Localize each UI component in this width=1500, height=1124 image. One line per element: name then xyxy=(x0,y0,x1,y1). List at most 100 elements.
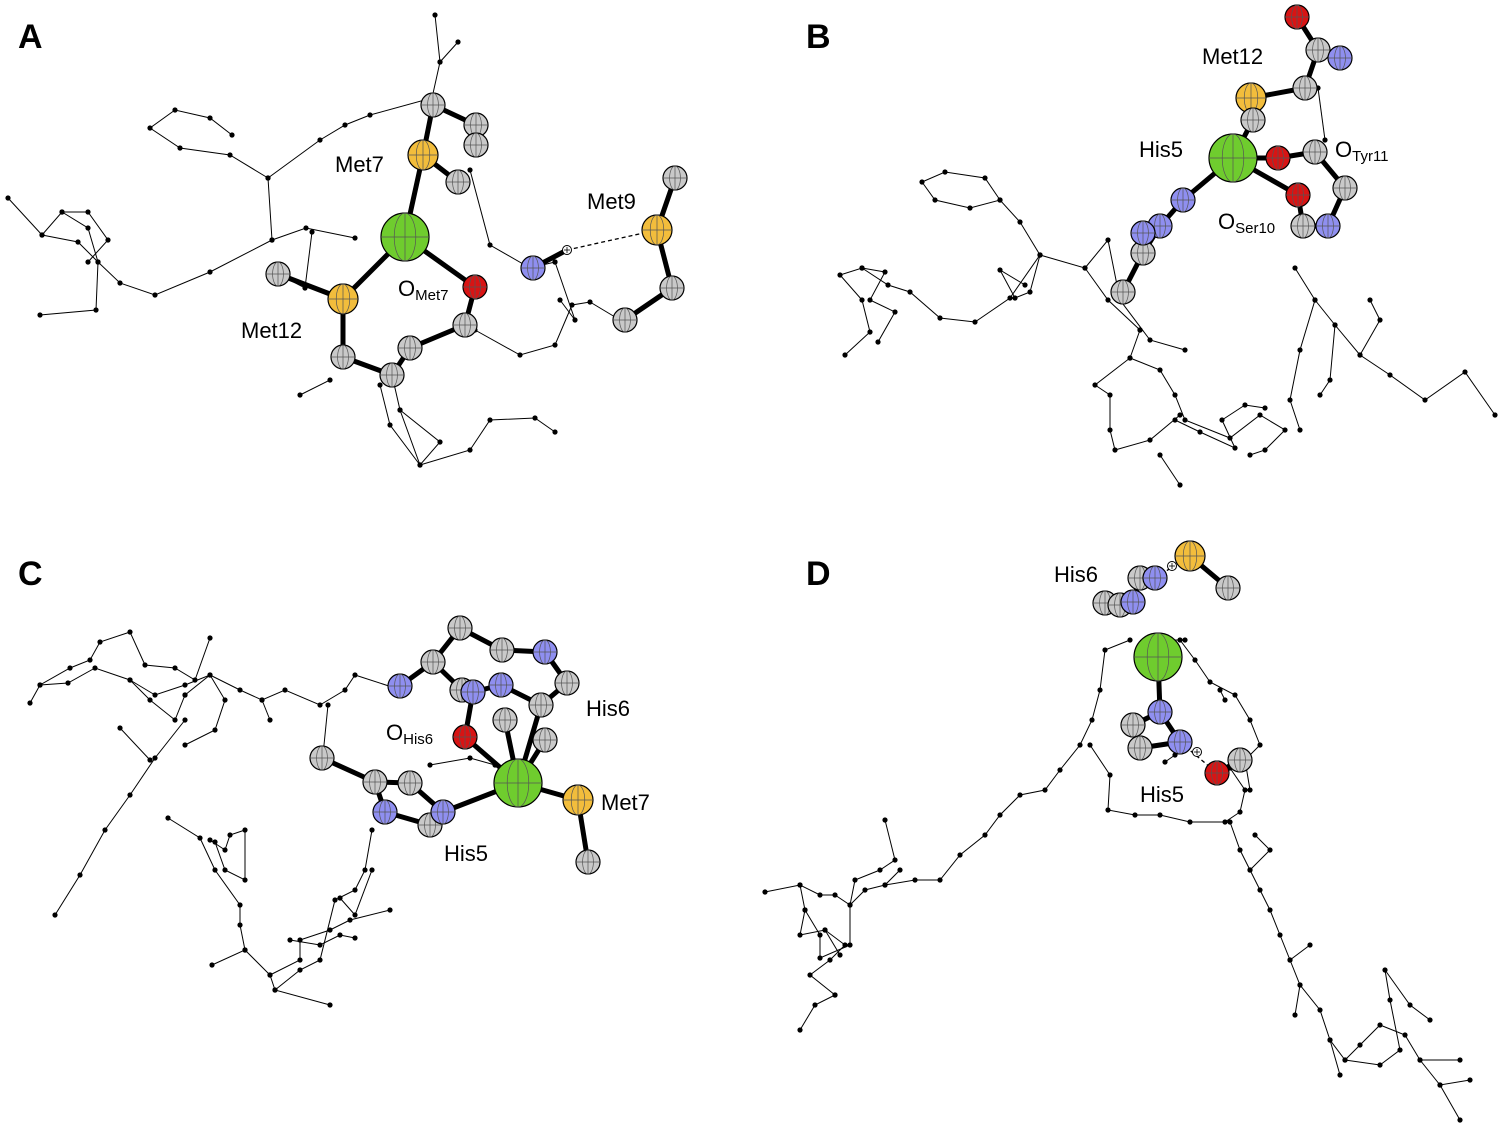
c-chain-11-dot xyxy=(242,947,248,953)
c-chain-10-dot xyxy=(242,877,248,883)
c-chain-10-dot xyxy=(222,847,228,853)
b-chain-11-line xyxy=(1359,299,1381,356)
b-atom-o-ser10-ring xyxy=(1292,182,1304,208)
d-chain-16-dot xyxy=(852,877,858,883)
d-chain-7-dot xyxy=(1277,932,1283,938)
b-chain-11-dot xyxy=(1377,317,1383,323)
d-chain-5-dot xyxy=(1222,697,1228,703)
c-chain-1-dot xyxy=(87,657,93,663)
a-atom-c7-ring xyxy=(386,362,398,388)
b-atom-c4-ring xyxy=(1309,139,1321,165)
d-chain-1-dot xyxy=(1097,687,1103,693)
c-chain-13-dot xyxy=(287,937,293,943)
c-chain-13-dot xyxy=(352,935,358,941)
c-atom-c6-ring xyxy=(535,692,547,718)
c-chain-5-dot xyxy=(127,792,133,798)
panel-b-his5-label: His5 xyxy=(1139,137,1183,162)
d-chain-7-line xyxy=(1229,821,1471,1086)
a-chain-12-line xyxy=(299,379,331,396)
d-chain-9-dot xyxy=(1287,957,1293,963)
d-chain-1-dot xyxy=(997,812,1003,818)
b-chain-3-dot xyxy=(919,179,925,185)
b-chain-1-dot xyxy=(842,352,848,358)
b-atom-n1-ring xyxy=(1334,45,1346,71)
a-chain-4-line xyxy=(149,109,273,241)
b-chain-10-dot xyxy=(1292,265,1298,271)
c-chain-10-dot xyxy=(212,839,218,845)
b-chain-7-dot xyxy=(1247,452,1253,458)
panel-a-letter: A xyxy=(18,18,43,56)
b-chain-6-dot xyxy=(1092,382,1098,388)
a-hbond xyxy=(566,229,658,251)
d-chain-14-line xyxy=(1439,1084,1461,1121)
d-chain-17-dot xyxy=(832,992,838,998)
d-chain-7-dot xyxy=(1257,887,1263,893)
c-atom-metal-ring xyxy=(506,758,530,808)
b-chain-7-dot xyxy=(1182,417,1188,423)
a-chain-4-dot xyxy=(269,237,275,243)
c-atom-o-his6-ring xyxy=(459,724,471,750)
c-chain-6-line xyxy=(119,727,151,761)
b-chain-13-line xyxy=(1319,324,1336,396)
b-atom-n2-ring xyxy=(1322,213,1334,239)
d-atom-n3-ring xyxy=(1154,699,1166,725)
panel-b-met12-label: Met12 xyxy=(1202,44,1263,69)
panel-b-o-ser10-label: OSer10 xyxy=(1218,209,1275,237)
c-chain-9-dot xyxy=(197,835,203,841)
c-chain-4-dot xyxy=(207,672,213,678)
c-atom-n3-ring xyxy=(467,679,479,705)
b-chain-3-dot xyxy=(982,175,988,181)
c-chain-13-dot xyxy=(337,932,343,938)
d-chain-7-dot xyxy=(1267,907,1273,913)
d-atom-c1-ring xyxy=(1222,575,1234,601)
a-chain-11-dot xyxy=(387,422,393,428)
d-chain-1-dot xyxy=(957,852,963,858)
a-atom-c9-ring xyxy=(459,312,471,338)
panel-a-met12-label: Met12 xyxy=(241,318,302,343)
c-chain-14-dot xyxy=(369,827,375,833)
d-chain-2-line xyxy=(1089,744,1246,823)
c-chain-1-line xyxy=(29,631,211,704)
b-chain-11-dot xyxy=(1367,297,1373,303)
b-chain-6-dot xyxy=(1177,412,1183,418)
d-chain-7-dot xyxy=(1227,819,1233,825)
b-atom-n4-ring xyxy=(1154,213,1166,239)
c-atom-c12-ring xyxy=(424,812,436,838)
b-chain-1-dot xyxy=(937,315,943,321)
d-atom-s1 xyxy=(1174,540,1206,572)
a-chain-11-dot xyxy=(437,439,443,445)
c-chain-14-dot xyxy=(332,897,338,903)
b-atom-n5-ring xyxy=(1137,220,1149,246)
c-chain-1-dot xyxy=(67,665,73,671)
a-chain-3-dot xyxy=(59,209,65,215)
b-atom-c5-ring xyxy=(1339,175,1351,201)
c-chain-5-line xyxy=(54,719,186,916)
a-atom-met12-s xyxy=(327,283,359,315)
b-chain-8-dot xyxy=(1262,405,1268,411)
b-chain-10-line xyxy=(1294,267,1496,416)
c-chain-4-dot xyxy=(237,687,243,693)
d-chain-1-dot xyxy=(937,877,943,883)
c-atom-c1-ring xyxy=(454,615,466,641)
a-atom-met9-s xyxy=(641,214,673,246)
o-met7-main: O xyxy=(398,276,415,301)
d-chain-10-line xyxy=(1294,984,1301,1016)
b-chain-6-dot xyxy=(1112,447,1118,453)
c-atom-c3 xyxy=(554,670,580,696)
d-chain-12-dot xyxy=(1397,1047,1403,1053)
d-chain-6-dot xyxy=(1162,759,1168,765)
c-chain-2-dot xyxy=(37,682,43,688)
b-chain-4-dot xyxy=(1027,289,1033,295)
a-chain-9-line xyxy=(554,261,576,321)
d-chain-15-dot xyxy=(797,932,803,938)
a-chain-2-dot xyxy=(75,239,81,245)
c-chain-3-dot xyxy=(127,677,133,683)
d-chain-16-dot xyxy=(817,955,823,961)
a-chain-2-line xyxy=(39,234,99,316)
a-atom-n1-ring xyxy=(527,255,539,281)
a-atom-c6 xyxy=(330,344,356,370)
a-chain-10-dot xyxy=(532,415,538,421)
b-chain-14-line xyxy=(1317,87,1326,141)
d-chain-1-dot xyxy=(1127,637,1133,643)
c-chain-12-line xyxy=(269,909,391,976)
